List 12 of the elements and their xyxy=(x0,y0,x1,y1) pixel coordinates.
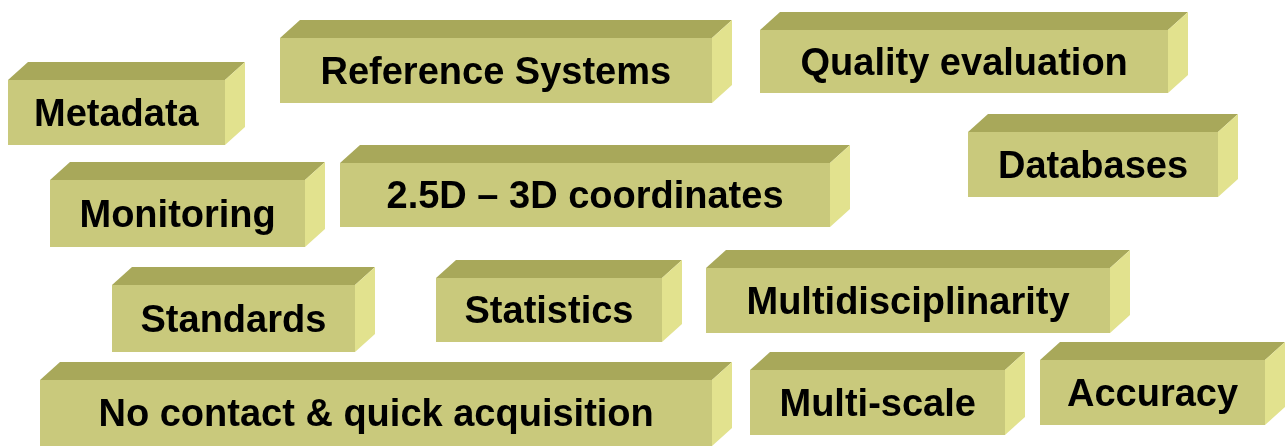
block-label: Quality evaluation xyxy=(800,39,1128,84)
block-label: Reference Systems xyxy=(320,48,672,93)
block-label: 2.5D – 3D coordinates xyxy=(386,173,784,217)
block-label: Standards xyxy=(140,296,327,341)
block-label: No contact & quick acquisition xyxy=(98,391,654,435)
block-label: Metadata xyxy=(34,90,199,135)
block-label: Databases xyxy=(998,142,1189,187)
block-label: Monitoring xyxy=(79,191,276,236)
block-label: Statistics xyxy=(464,288,634,332)
block-label: Multidisciplinarity xyxy=(746,278,1070,323)
block-label: Multi-scale xyxy=(779,380,976,425)
block-label: Accuracy xyxy=(1067,370,1239,415)
